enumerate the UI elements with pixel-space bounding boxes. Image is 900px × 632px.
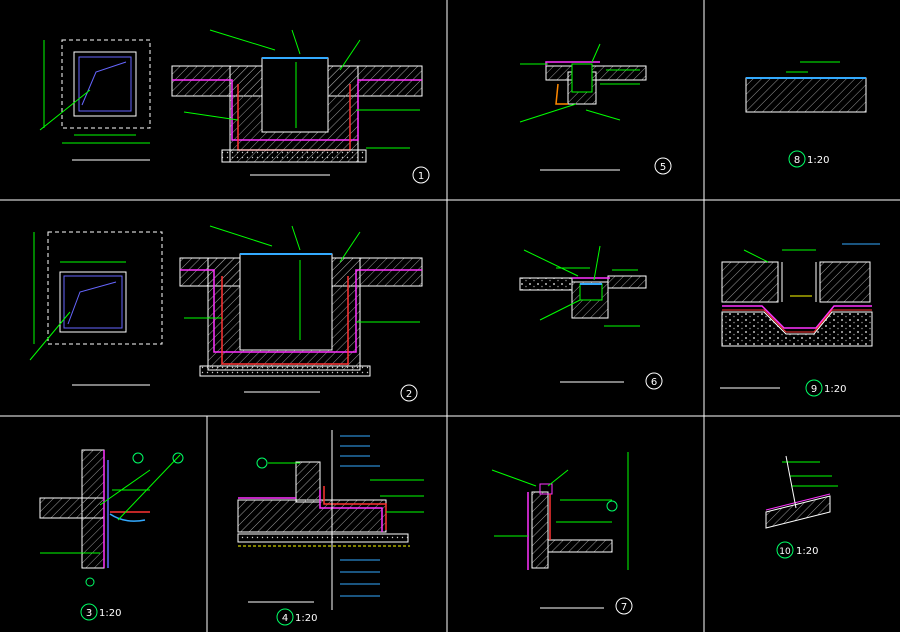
detail-7: 7: [491, 452, 633, 615]
detail-number-5: 5: [660, 162, 666, 173]
detail-number-7: 7: [621, 602, 627, 613]
detail-scale-10: 1:20: [796, 546, 818, 557]
detail-6: 6: [519, 245, 663, 390]
detail-number-2: 2: [406, 389, 412, 400]
detail-number-6: 6: [651, 377, 657, 388]
detail-1: 1: [39, 29, 430, 184]
detail-2: 2: [29, 225, 423, 402]
detail-number-1: 1: [418, 171, 424, 182]
detail-4: 4 1:20: [237, 430, 424, 626]
detail-scale-8: 1:20: [807, 155, 829, 166]
detail-5: 5: [519, 43, 672, 175]
detail-scale-3: 1:20: [99, 608, 121, 619]
detail-number-8: 8: [794, 155, 800, 166]
detail-3: 3 1:20: [39, 449, 184, 621]
detail-scale-9: 1:20: [824, 384, 846, 395]
detail-number-3: 3: [86, 608, 92, 619]
detail-number-4: 4: [282, 613, 288, 624]
detail-10: 10 1:20: [765, 455, 838, 559]
detail-8: 8 1:20: [745, 61, 867, 168]
detail-9: 9 1:20: [720, 243, 880, 397]
detail-number-10: 10: [779, 547, 791, 557]
detail-scale-4: 1:20: [295, 613, 317, 624]
detail-number-9: 9: [811, 384, 817, 395]
